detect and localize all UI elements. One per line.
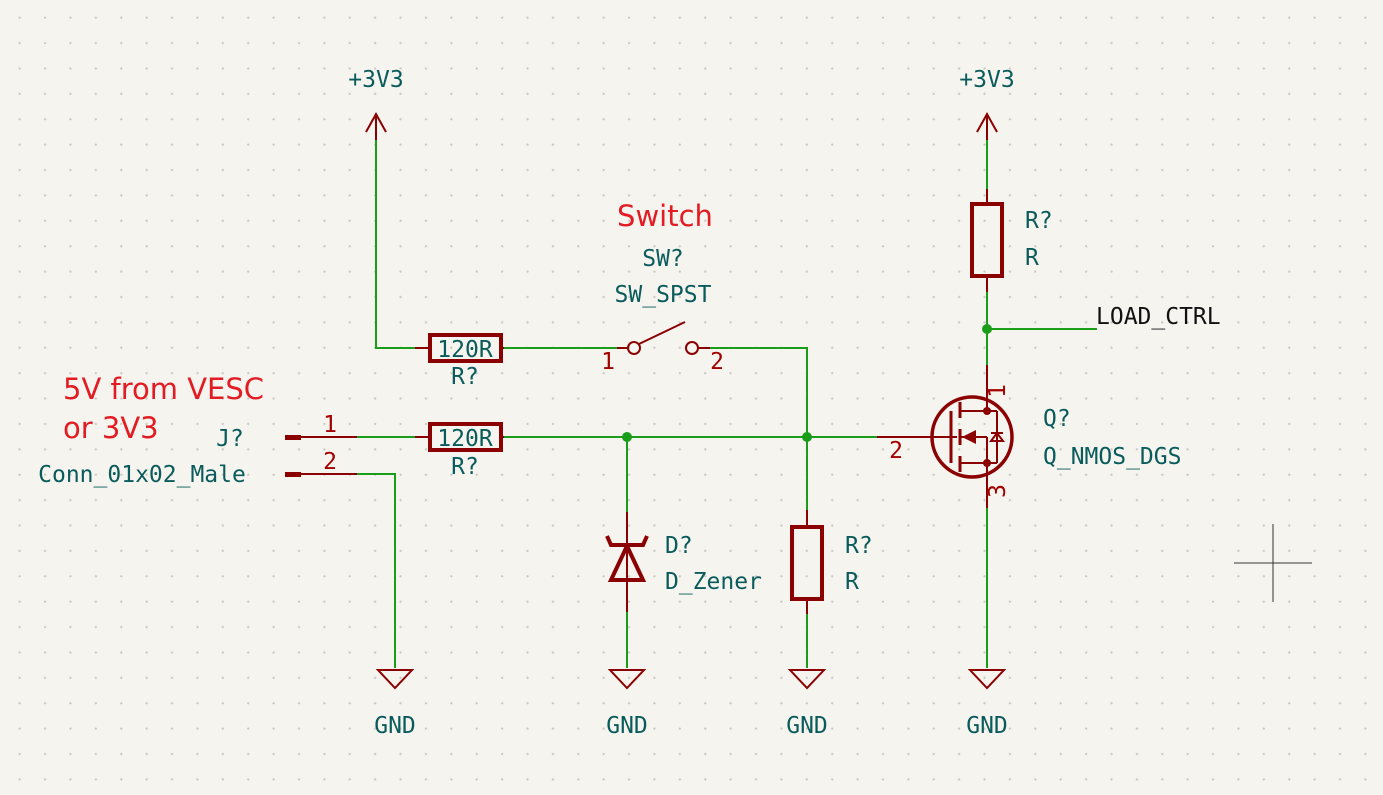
note-input-line1: 5V from VESC: [63, 372, 264, 406]
mosfet-ref: Q?: [1043, 406, 1071, 432]
gnd-symbol-4[interactable]: GND: [966, 669, 1008, 739]
note-input-line2: or 3V3: [63, 411, 159, 445]
zener-value: D_Zener: [665, 569, 762, 595]
resistor-mid[interactable]: 120R R?: [415, 422, 504, 480]
connector-ref: J?: [216, 426, 244, 452]
mosfet-pin-gate: 2: [889, 438, 903, 464]
wire-switch-to-gate-node[interactable]: [710, 347, 808, 437]
net-label-load-ctrl[interactable]: LOAD_CTRL: [1096, 304, 1221, 330]
power-label: +3V3: [959, 67, 1014, 93]
connector-value: Conn_01x02_Male: [38, 462, 246, 488]
power-3v3-right[interactable]: +3V3: [959, 67, 1015, 140]
resistor-ref: R?: [1025, 208, 1053, 234]
resistor-ref: R?: [451, 364, 479, 390]
switch-spst[interactable]: 1 2 SW? SW_SPST: [601, 246, 724, 375]
junction-zener: [622, 432, 632, 442]
gnd-label: GND: [966, 713, 1008, 739]
nmos-transistor[interactable]: 2 1 3 Q? Q_NMOS_DGS: [877, 365, 1181, 508]
gnd-label: GND: [606, 713, 648, 739]
mosfet-value: Q_NMOS_DGS: [1043, 444, 1181, 470]
connector-pin1: 1: [323, 412, 337, 438]
resistor-value: R: [1025, 245, 1039, 271]
gnd-label: GND: [374, 713, 416, 739]
gnd-label: GND: [786, 713, 828, 739]
resistor-value: 120R: [437, 337, 493, 363]
mosfet-pin-drain: 1: [985, 384, 1011, 398]
resistor-ref: R?: [845, 533, 873, 559]
switch-pin2: 2: [710, 349, 724, 375]
wire-conn-pin2-gnd[interactable]: [357, 473, 396, 668]
resistor-pulldown[interactable]: R? R: [790, 510, 873, 614]
switch-pin1: 1: [601, 349, 615, 375]
connector-pin2: 2: [323, 449, 337, 475]
zener-diode[interactable]: D? D_Zener: [605, 512, 762, 612]
switch-value: SW_SPST: [615, 282, 712, 308]
resistor-ref: R?: [451, 454, 479, 480]
switch-ref: SW?: [642, 246, 684, 272]
junction-drain: [982, 324, 992, 334]
junction-gate: [802, 432, 812, 442]
note-switch: Switch: [617, 199, 713, 233]
wire-3v3-to-r-top[interactable]: [375, 140, 415, 349]
resistor-top[interactable]: 120R R?: [415, 333, 504, 390]
crosshair-cursor-icon: [1234, 524, 1312, 602]
gnd-symbol-2[interactable]: GND: [606, 669, 648, 739]
gnd-symbol-1[interactable]: GND: [374, 669, 416, 739]
mosfet-pin-source: 3: [985, 484, 1011, 498]
power-label: +3V3: [348, 67, 403, 93]
resistor-pullup[interactable]: R? R: [970, 189, 1053, 292]
zener-ref: D?: [665, 533, 693, 559]
resistor-value: 120R: [437, 426, 493, 452]
wires: [357, 140, 1097, 668]
power-3v3-left[interactable]: +3V3: [348, 67, 404, 140]
connector-j[interactable]: 1 2 J? Conn_01x02_Male: [38, 412, 357, 488]
resistor-value: R: [845, 569, 859, 595]
gnd-symbol-3[interactable]: GND: [786, 669, 828, 739]
